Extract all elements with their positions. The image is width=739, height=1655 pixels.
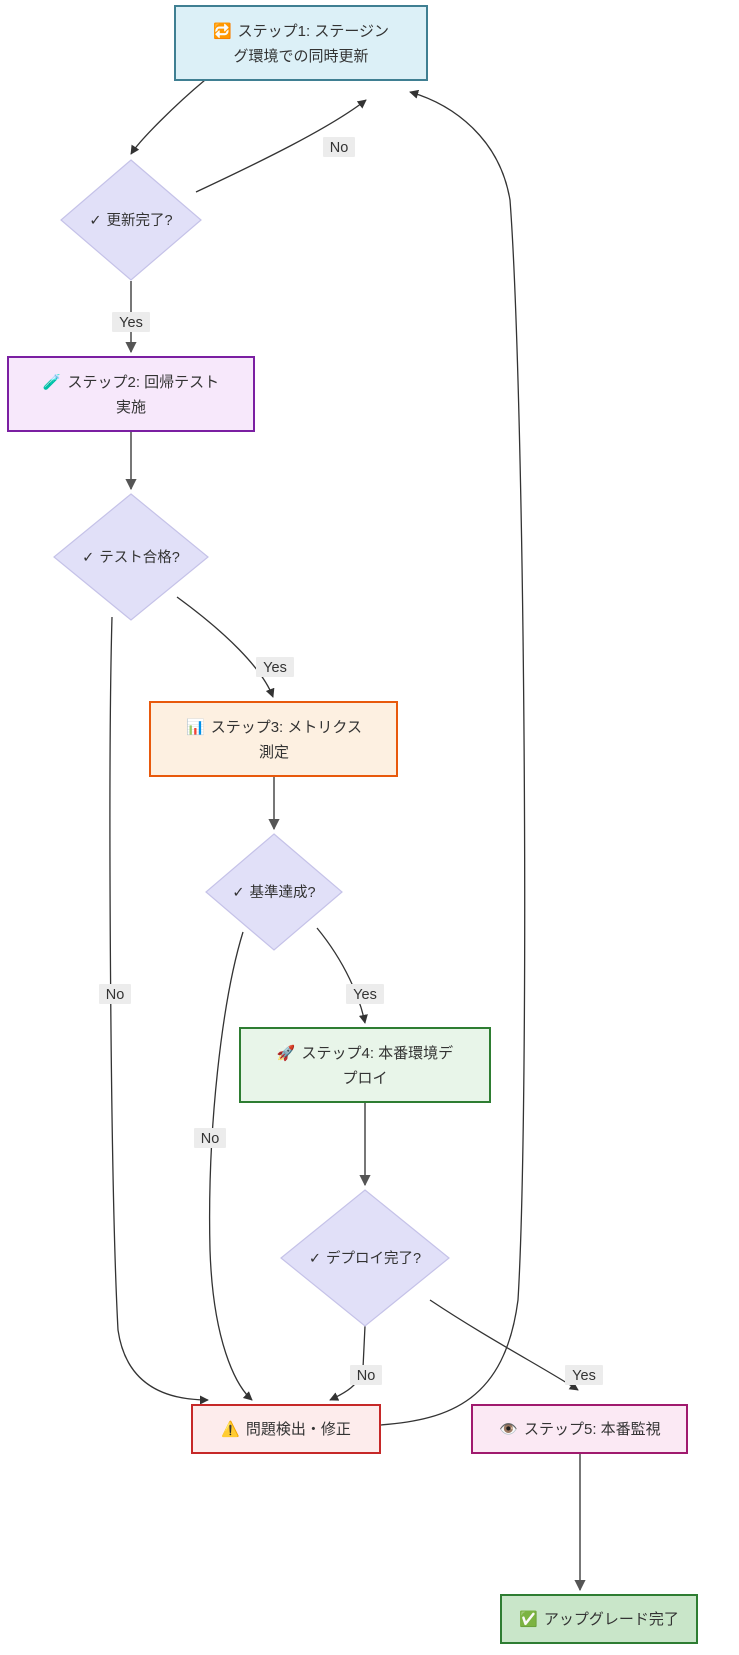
svg-text:⚠️問題検出・修正: ⚠️ 問題検出・修正 [221, 1420, 351, 1438]
svg-text:No: No [201, 1131, 220, 1147]
svg-text:✓更新完了?: ✓ 更新完了? [89, 212, 172, 229]
check-box-icon: ✅ [519, 1610, 538, 1628]
node-done-label: アップグレード完了 [544, 1611, 679, 1628]
edge-issue-step1 [379, 89, 526, 1426]
node-step3-line2: 測定 [259, 744, 289, 761]
node-issue-label: 問題検出・修正 [246, 1421, 351, 1438]
edge-dec2-step3-yes [176, 596, 275, 698]
node-step5-label: ステップ5: 本番監視 [524, 1421, 661, 1438]
node-step5[interactable]: 👁️ ステップ5: 本番監視 [471, 1404, 688, 1454]
edge-label-no-2: No [99, 984, 131, 1004]
edge-label-yes-4: Yes [565, 1365, 603, 1385]
svg-text:✓テスト合格?: ✓ テスト合格? [82, 549, 180, 566]
eye-icon: 👁️ [499, 1421, 518, 1438]
node-decision-deploy-complete[interactable]: ✓ デプロイ完了? [280, 1189, 450, 1327]
node-step2[interactable]: 🧪 ステップ2: 回帰テスト 実施 [7, 356, 255, 432]
edge-label-no-1: No [323, 137, 355, 157]
svg-text:📊ステップ3: メトリクス: 📊 ステップ3: メトリクス [186, 718, 362, 736]
check-mark-icon: ✓ [89, 213, 101, 229]
edge-dec3-step4-yes [316, 927, 368, 1024]
edge-label-no-3: No [194, 1128, 226, 1148]
edge-label-yes-2: Yes [256, 657, 294, 677]
node-upgrade-complete[interactable]: ✅ アップグレード完了 [500, 1594, 698, 1644]
node-step1[interactable]: 🔁 ステップ1: ステージン グ環境での同時更新 [174, 5, 428, 81]
svg-text:No: No [330, 140, 349, 156]
node-decision-criteria-met[interactable]: ✓ 基準達成? [205, 833, 343, 951]
node-step1-line1: ステップ1: ステージン [238, 23, 389, 40]
node-decision-update-complete[interactable]: ✓ 更新完了? [60, 159, 202, 281]
svg-text:🔁ステップ1: ステージン: 🔁 ステップ1: ステージン [213, 22, 389, 40]
node-step3-line1: ステップ3: メトリクス [211, 719, 362, 736]
svg-text:👁️ステップ5: 本番監視: 👁️ ステップ5: 本番監視 [499, 1421, 660, 1438]
svg-text:✅アップグレード完了: ✅ アップグレード完了 [519, 1610, 679, 1628]
svg-text:🧪ステップ2: 回帰テスト: 🧪 ステップ2: 回帰テスト [43, 373, 219, 391]
repeat-icon: 🔁 [213, 22, 232, 40]
node-step4[interactable]: 🚀 ステップ4: 本番環境デ プロイ [239, 1027, 491, 1103]
svg-text:🚀ステップ4: 本番環境デ: 🚀 ステップ4: 本番環境デ [277, 1044, 453, 1062]
rocket-icon: 🚀 [277, 1044, 296, 1062]
svg-text:✓基準達成?: ✓ 基準達成? [232, 884, 315, 901]
node-step2-line2: 実施 [116, 399, 146, 416]
node-step1-line2: グ環境での同時更新 [233, 47, 368, 65]
svg-text:Yes: Yes [572, 1368, 596, 1384]
warning-icon: ⚠️ [221, 1420, 240, 1438]
node-dec4-label: デプロイ完了? [326, 1249, 421, 1267]
edge-step1-dec1 [130, 79, 206, 155]
check-mark-icon: ✓ [232, 885, 244, 901]
edge-label-yes-3: Yes [346, 984, 384, 1004]
edge-dec1-step1-no [195, 99, 367, 193]
svg-text:No: No [106, 987, 125, 1003]
node-step4-line2: プロイ [342, 1070, 387, 1087]
check-mark-icon: ✓ [82, 550, 94, 566]
edge-dec2-issue-no [109, 616, 209, 1405]
svg-text:Yes: Yes [353, 987, 377, 1003]
check-mark-icon: ✓ [309, 1251, 321, 1267]
svg-text:✓デプロイ完了?: ✓ デプロイ完了? [309, 1249, 421, 1267]
node-dec3-label: 基準達成? [250, 884, 316, 901]
node-step4-line1: ステップ4: 本番環境デ [302, 1044, 454, 1062]
node-dec2-label: テスト合格? [99, 549, 180, 566]
node-issue-detect-fix[interactable]: ⚠️ 問題検出・修正 [191, 1404, 381, 1454]
test-tube-icon: 🧪 [43, 373, 62, 391]
bar-chart-icon: 📊 [186, 718, 205, 736]
edge-label-no-4: No [350, 1365, 382, 1385]
node-dec1-label: 更新完了? [107, 212, 173, 229]
edge-dec4-step5-yes [429, 1299, 579, 1391]
edge-dec3-issue-no [209, 931, 253, 1401]
node-step3[interactable]: 📊 ステップ3: メトリクス 測定 [149, 701, 398, 777]
edge-label-yes-1: Yes [112, 312, 150, 332]
svg-text:Yes: Yes [119, 315, 143, 331]
edge-dec4-issue-no [329, 1325, 366, 1401]
node-step2-line1: ステップ2: 回帰テスト [68, 373, 220, 391]
node-decision-test-pass[interactable]: ✓ テスト合格? [53, 493, 209, 621]
svg-text:No: No [357, 1368, 376, 1384]
svg-text:Yes: Yes [263, 660, 287, 676]
